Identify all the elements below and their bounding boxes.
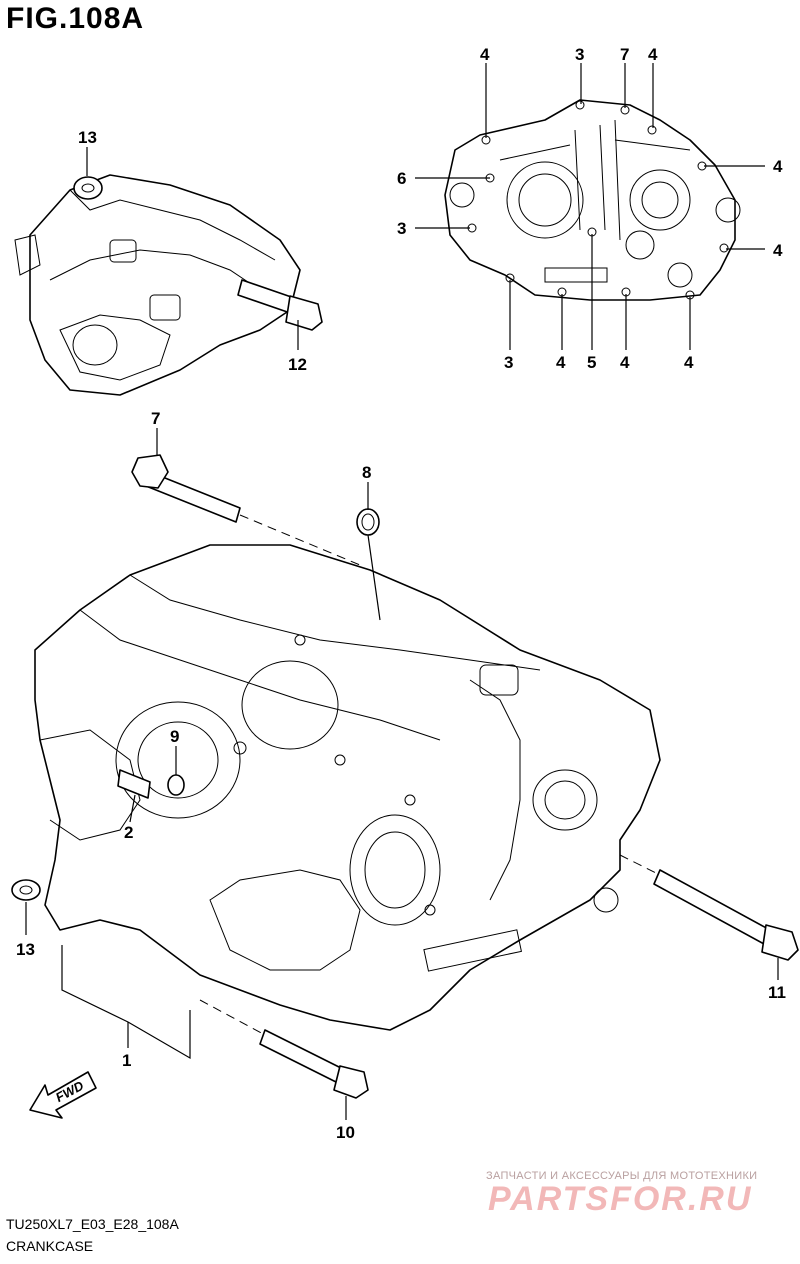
callout-3: 3 — [504, 353, 513, 372]
upper-left-case-view — [14, 174, 323, 396]
figure-code: TU250XL7_E03_E28_108A — [6, 1216, 179, 1232]
callout-7: 7 — [620, 45, 629, 64]
callout-3: 3 — [575, 45, 584, 64]
leader-lines — [25, 63, 779, 1120]
o-ring-8 — [356, 508, 380, 536]
watermark-brand: PARTSFOR.RU — [488, 1180, 753, 1218]
callout-10: 10 — [336, 1123, 355, 1142]
callout-4: 4 — [480, 45, 490, 64]
callout-4: 4 — [684, 353, 694, 372]
callout-4: 4 — [648, 45, 658, 64]
callout-5: 5 — [587, 353, 596, 372]
callout-2: 2 — [124, 823, 133, 842]
callout-4: 4 — [620, 353, 630, 372]
dowel-9 — [167, 774, 185, 796]
callout-4: 4 — [773, 157, 783, 176]
callout-12: 12 — [288, 355, 307, 374]
callout-8: 8 — [362, 463, 371, 482]
watermark-tagline: ЗАПЧАСТИ И АКСЕССУАРЫ ДЛЯ МОТОТЕХНИКИ — [486, 1170, 758, 1182]
bolt-10 — [199, 999, 369, 1099]
figure-name: CRANKCASE — [6, 1238, 94, 1254]
callout-6: 6 — [397, 169, 406, 188]
callout-9: 9 — [170, 727, 179, 746]
washer-13-lower — [11, 879, 41, 901]
bolt-11 — [619, 854, 799, 961]
callout-4: 4 — [556, 353, 566, 372]
bolt-7 — [131, 454, 361, 566]
inner-case-face-view — [444, 99, 741, 301]
callout-4: 4 — [773, 241, 783, 260]
dowel-2 — [117, 769, 151, 799]
figure-title: FIG.108A — [6, 2, 145, 35]
callout-13: 13 — [16, 940, 35, 959]
fwd-arrow-icon: FWD — [29, 1071, 97, 1119]
callout-13: 13 — [78, 128, 97, 147]
callout-11: 11 — [768, 983, 786, 1002]
callout-3: 3 — [397, 219, 406, 238]
callout-1: 1 — [122, 1051, 131, 1070]
callout-numbers: 13 12 4 3 7 4 6 4 3 4 3 4 5 4 4 7 8 9 2 … — [16, 45, 786, 1142]
main-crankcase-view — [34, 544, 661, 1031]
callout-7: 7 — [151, 409, 160, 428]
